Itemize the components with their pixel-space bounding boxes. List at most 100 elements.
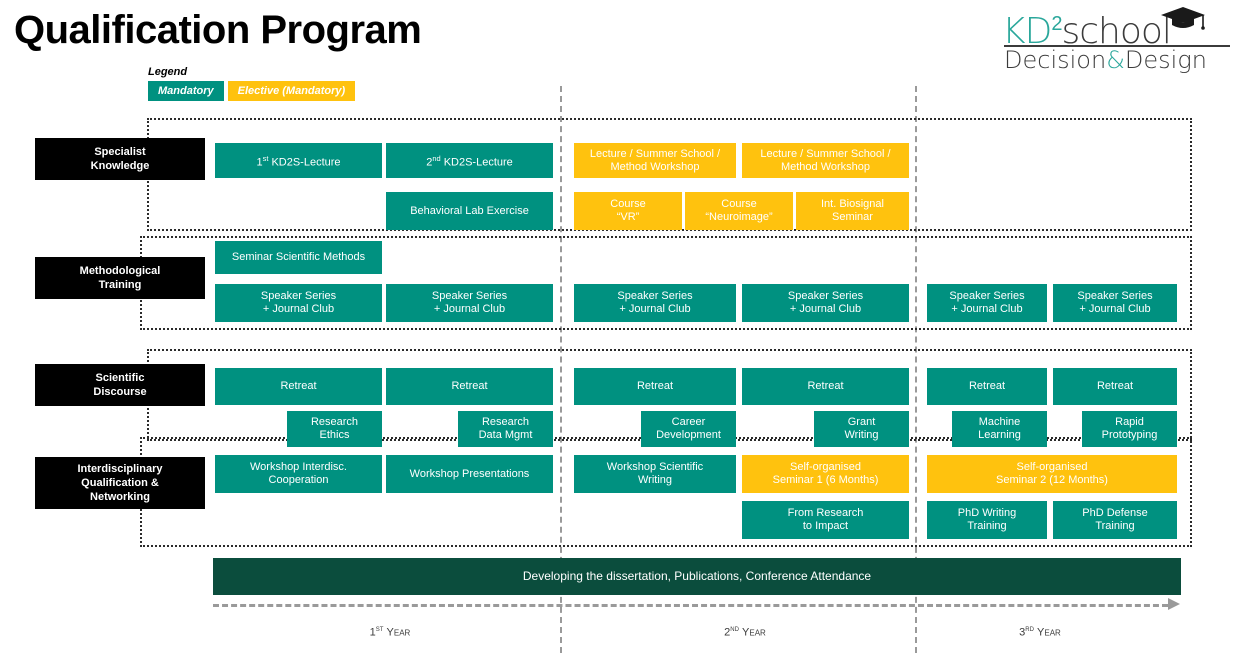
block-course-neuroimage[interactable]: Course“Neuroimage” [685, 192, 793, 230]
block-line1: Rapid [1115, 416, 1144, 428]
block-line1: Behavioral Lab Exercise [410, 204, 529, 217]
block-line1: Workshop Interdisc. [249, 461, 347, 473]
block-line1: Career [671, 416, 706, 428]
block-line1: Lecture / Summer School / [589, 147, 721, 160]
year-divider-2 [915, 86, 917, 653]
block-line1: Speaker Series [1077, 290, 1153, 302]
block-line1: Workshop Scientific [606, 461, 704, 473]
row-label-line3: Networking [90, 491, 150, 503]
row-label-line2: Training [98, 279, 142, 291]
block-line2: + Journal Club [619, 303, 691, 315]
block-line2: Seminar [832, 211, 873, 223]
block-text-sup: st [262, 153, 269, 163]
block-label: Retreat [1096, 380, 1134, 392]
row-label-line1: Scientific [95, 372, 145, 384]
logo-subtitle: Decision&Design [1004, 46, 1232, 74]
block-speaker-series-6[interactable]: Speaker Series+ Journal Club [1053, 284, 1177, 322]
block-line2: “Neuroimage” [705, 211, 773, 223]
dissertation-bar[interactable]: Developing the dissertation, Publication… [213, 558, 1181, 595]
block-text-rest: KD2S-Lecture [440, 156, 513, 169]
kd2school-logo: KD2school Decision&Design [1002, 4, 1232, 74]
block-course-vr[interactable]: Course“VR” [574, 192, 682, 230]
year-sup: st [375, 624, 384, 633]
block-seminar-scientific-methods[interactable]: Seminar Scientific Methods [215, 241, 382, 274]
block-line1: Speaker Series [787, 290, 864, 302]
block-line2: Prototyping [1101, 429, 1158, 441]
block-workshop-interdisc-cooperation[interactable]: Workshop Interdisc.Cooperation [215, 455, 382, 493]
block-line2: Data Mgmt [478, 429, 533, 441]
block-speaker-series-4[interactable]: Speaker Series+ Journal Club [742, 284, 909, 322]
timeline-axis [213, 604, 1168, 607]
legend-title: Legend [148, 66, 188, 78]
block-retreat-6[interactable]: Retreat [1053, 368, 1177, 405]
year-word: Year [742, 626, 766, 639]
block-line1: Grant [847, 416, 876, 428]
block-kd2s-lecture-1[interactable]: 1st KD2S-Lecture [215, 143, 382, 178]
year-num: 2 [724, 626, 731, 639]
block-line1: Int. Biosignal [821, 198, 884, 210]
block-line1: Machine [978, 416, 1021, 428]
block-retreat-5[interactable]: Retreat [927, 368, 1047, 405]
logo-ampersand: & [1106, 46, 1125, 74]
logo-subtitle-left: Decision [1004, 46, 1107, 74]
year-word: Year [1037, 626, 1061, 639]
year-label-2: 2nd Year [655, 624, 835, 639]
block-label: Retreat [451, 380, 488, 392]
block-line2: Training [1095, 520, 1135, 532]
block-label: Retreat [807, 380, 844, 392]
block-line1: Research [481, 416, 530, 428]
block-behavioral-lab-exercise[interactable]: Behavioral Lab Exercise [386, 192, 553, 230]
block-line1: Self-organised [1016, 461, 1088, 473]
block-line1: Workshop Presentations [409, 467, 530, 480]
block-speaker-series-3[interactable]: Speaker Series+ Journal Club [574, 284, 736, 322]
block-speaker-series-1[interactable]: Speaker Series+ Journal Club [215, 284, 382, 322]
row-label-line2: Qualification & [81, 477, 159, 489]
block-line1: PhD Writing [957, 507, 1017, 519]
block-retreat-1[interactable]: Retreat [215, 368, 382, 405]
block-retreat-2[interactable]: Retreat [386, 368, 553, 405]
block-lecture-summer-school-2[interactable]: Lecture / Summer School /Method Workshop [742, 143, 909, 178]
block-line2: Writing [844, 429, 879, 441]
block-workshop-presentations[interactable]: Workshop Presentations [386, 455, 553, 493]
dissertation-bar-label: Developing the dissertation, Publication… [522, 569, 872, 583]
block-line2: Development [656, 429, 721, 441]
block-retreat-4[interactable]: Retreat [742, 368, 909, 405]
row-label-line2: Knowledge [90, 160, 150, 172]
block-line1: From Research [787, 507, 864, 519]
block-line2: Learning [978, 429, 1021, 441]
logo-school-text: school [1061, 11, 1171, 52]
block-line2: Seminar 2 (12 Months) [996, 474, 1108, 486]
block-line2: Method Workshop [780, 160, 871, 173]
legend-chip-elective: Elective (Mandatory) [227, 81, 356, 101]
block-line1: Speaker Series [431, 290, 508, 302]
logo-wordmark: KD2school [1002, 4, 1232, 52]
block-text-num: 2 [426, 156, 433, 169]
block-line2: Ethics [319, 429, 350, 441]
row-label-line2: Discourse [93, 386, 147, 398]
year-label-3: 3rd Year [950, 624, 1130, 639]
block-retreat-3[interactable]: Retreat [574, 368, 736, 405]
block-speaker-series-2[interactable]: Speaker Series+ Journal Club [386, 284, 553, 322]
block-speaker-series-5[interactable]: Speaker Series+ Journal Club [927, 284, 1047, 322]
year-sup: nd [730, 624, 739, 633]
block-label: Seminar Scientific Methods [231, 251, 366, 263]
block-kd2s-lecture-2[interactable]: 2nd KD2S-Lecture [386, 143, 553, 178]
block-lecture-summer-school-1[interactable]: Lecture / Summer School /Method Workshop [574, 143, 736, 178]
block-line2: Writing [637, 474, 672, 486]
